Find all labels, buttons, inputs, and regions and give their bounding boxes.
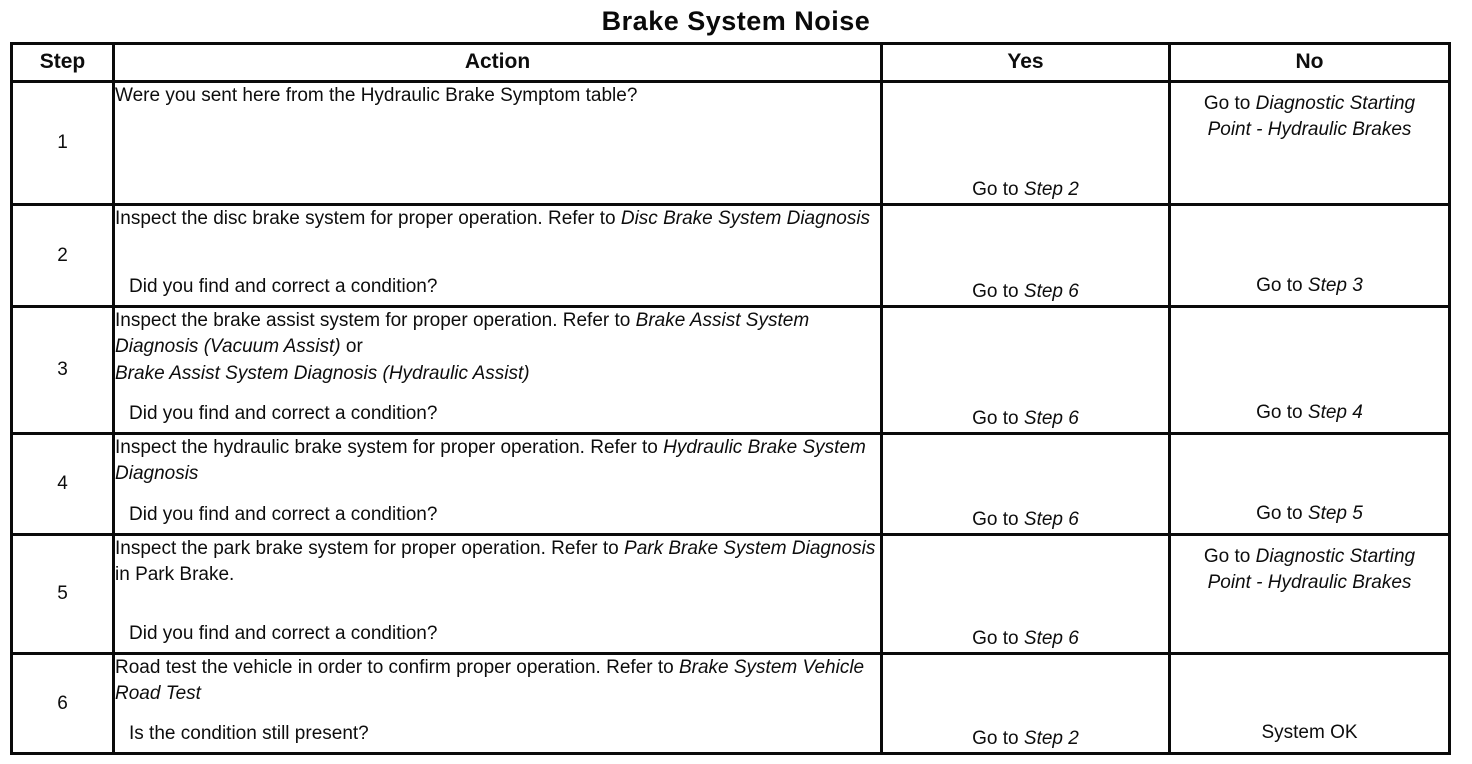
step-cell: 4 <box>10 432 115 536</box>
action-cell: Inspect the brake assist system for prop… <box>112 305 883 435</box>
col-header-no: No <box>1168 42 1451 83</box>
yes-text: Go to Step 6 <box>972 628 1079 650</box>
step-number: 2 <box>57 244 68 266</box>
action-text: Inspect the hydraulic brake system for p… <box>115 437 866 484</box>
yes-cell: Go to Step 6 <box>880 432 1171 536</box>
yes-cell: Go to Step 6 <box>880 305 1171 435</box>
action-question: Did you find and correct a condition? <box>129 504 438 526</box>
col-header-step: Step <box>10 42 115 83</box>
action-cell: Inspect the hydraulic brake system for p… <box>112 432 883 536</box>
yes-cell: Go to Step 6 <box>880 203 1171 308</box>
action-question: Did you find and correct a condition? <box>129 276 438 298</box>
no-text: System OK <box>1261 722 1358 744</box>
action-question: Did you find and correct a condition? <box>129 623 438 645</box>
no-text: Go to Diagnostic Starting Point - Hydrau… <box>1203 93 1416 140</box>
step-cell: 5 <box>10 533 115 655</box>
action-cell: Road test the vehicle in order to confir… <box>112 652 883 755</box>
table-row: 6 Road test the vehicle in order to conf… <box>10 652 1451 755</box>
table-row: 4 Inspect the hydraulic brake system for… <box>10 432 1451 536</box>
yes-text: Go to Step 2 <box>972 179 1079 201</box>
no-text: Go to Step 4 <box>1256 402 1363 424</box>
no-text: Go to Step 5 <box>1256 503 1363 525</box>
no-cell: Go to Diagnostic Starting Point - Hydrau… <box>1168 80 1451 206</box>
table-row: 1 Were you sent here from the Hydraulic … <box>10 80 1451 206</box>
col-header-yes: Yes <box>880 42 1171 83</box>
action-text: Inspect the park brake system for proper… <box>115 538 876 585</box>
col-header-action: Action <box>112 42 883 83</box>
page-title: Brake System Noise <box>601 6 871 36</box>
action-text: Inspect the disc brake system for proper… <box>115 208 871 229</box>
step-number: 6 <box>57 692 68 714</box>
yes-cell: Go to Step 2 <box>880 80 1171 206</box>
table-row: 3 Inspect the brake assist system for pr… <box>10 305 1451 435</box>
action-text: Were you sent here from the Hydraulic Br… <box>115 85 638 106</box>
yes-text: Go to Step 6 <box>972 408 1079 430</box>
header-row: Step Action Yes No <box>10 42 1451 83</box>
action-question: Did you find and correct a condition? <box>129 403 438 425</box>
action-cell: Inspect the disc brake system for proper… <box>112 203 883 308</box>
no-cell: System OK <box>1168 652 1451 755</box>
step-cell: 1 <box>10 80 115 206</box>
step-number: 4 <box>57 473 68 495</box>
yes-text: Go to Step 6 <box>972 509 1079 531</box>
step-number: 3 <box>57 359 68 381</box>
action-text: Road test the vehicle in order to confir… <box>115 657 865 704</box>
action-cell: Were you sent here from the Hydraulic Br… <box>112 80 883 206</box>
no-cell: Go to Step 3 <box>1168 203 1451 308</box>
step-cell: 2 <box>10 203 115 308</box>
step-cell: 3 <box>10 305 115 435</box>
yes-cell: Go to Step 2 <box>880 652 1171 755</box>
no-text: Go to Step 3 <box>1256 275 1363 297</box>
action-text: Inspect the brake assist system for prop… <box>115 310 810 385</box>
step-number: 1 <box>57 132 68 154</box>
yes-text: Go to Step 6 <box>972 281 1079 303</box>
no-text: Go to Diagnostic Starting Point - Hydrau… <box>1203 546 1416 593</box>
no-cell: Go to Diagnostic Starting Point - Hydrau… <box>1168 533 1451 655</box>
action-question: Is the condition still present? <box>129 723 369 745</box>
yes-text: Go to Step 2 <box>972 728 1079 750</box>
no-cell: Go to Step 5 <box>1168 432 1451 536</box>
action-cell: Inspect the park brake system for proper… <box>112 533 883 655</box>
yes-cell: Go to Step 6 <box>880 533 1171 655</box>
diagnostic-table: Step Action Yes No 1 Were you sent here … <box>10 42 1451 755</box>
table-row: 5 Inspect the park brake system for prop… <box>10 533 1451 655</box>
table-row: 2 Inspect the disc brake system for prop… <box>10 203 1451 308</box>
step-number: 5 <box>57 583 68 605</box>
no-cell: Go to Step 4 <box>1168 305 1451 435</box>
step-cell: 6 <box>10 652 115 755</box>
